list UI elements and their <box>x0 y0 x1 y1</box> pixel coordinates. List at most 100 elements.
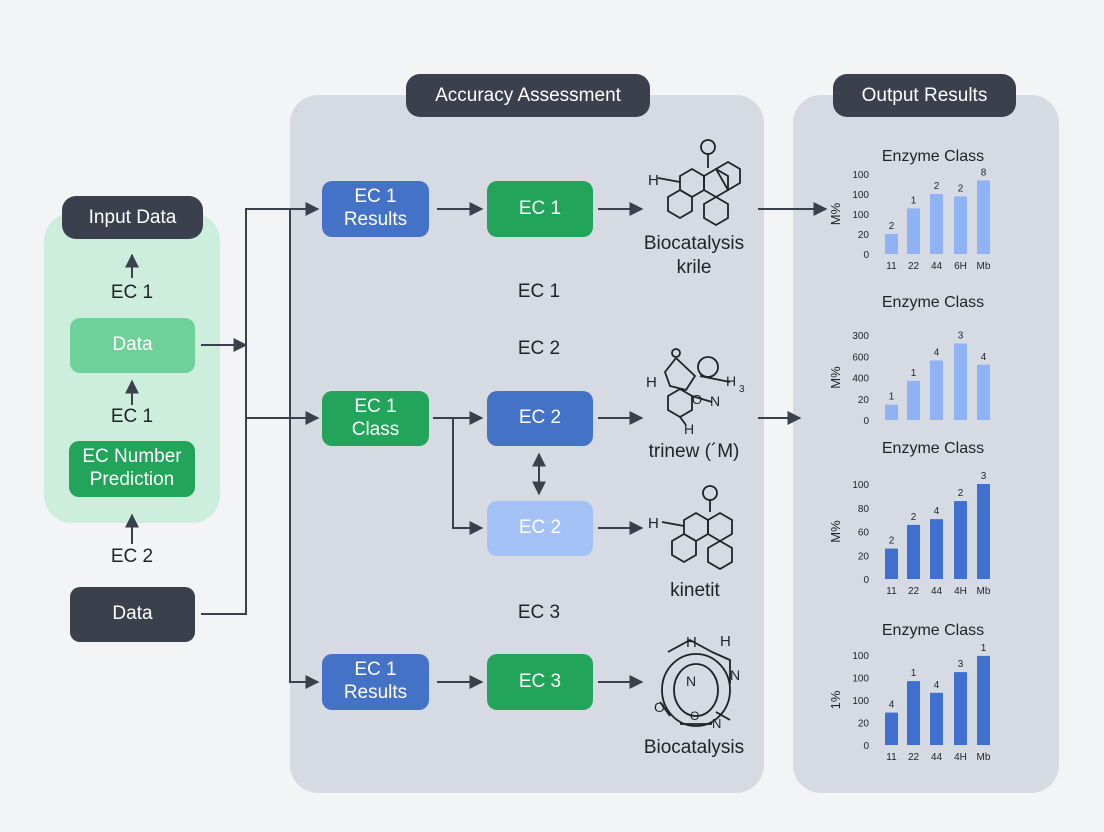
chart-3-ytick: 0 <box>863 575 869 586</box>
ec2-node-upper[interactable]: EC 2 <box>487 391 593 446</box>
data-node[interactable]: Data <box>70 318 195 373</box>
chart-1-title: Enzyme Class <box>882 148 984 165</box>
ec1-class-node[interactable]: EC 1 Class <box>322 391 429 446</box>
chart-1-ytick: 100 <box>852 210 869 221</box>
chart-2-ytick: 400 <box>852 374 869 385</box>
molecule-icon-3 <box>661 485 733 571</box>
chart-1-data-label: 8 <box>981 167 987 178</box>
svg-text:H: H <box>686 634 697 651</box>
chart-2-ylabel: M% <box>828 366 843 389</box>
chart-2-ytick: 20 <box>858 395 870 406</box>
chart-2-title: Enzyme Class <box>882 294 984 311</box>
chart-3-data-label: 4 <box>934 506 940 517</box>
chart-1-data-label: 2 <box>958 183 964 194</box>
chart-3-bar <box>907 524 920 579</box>
chart-3-xtick: 4H <box>954 586 967 597</box>
ec1-results-node-bottom[interactable]: EC 1 Results <box>322 654 429 710</box>
ec3-node[interactable]: EC 3 <box>487 654 593 710</box>
chart-4-bar <box>954 672 967 745</box>
bottom-data-node[interactable]: Data <box>70 587 195 642</box>
input-data-title: Input Data <box>62 196 203 239</box>
molecule-icon-2 <box>663 348 731 426</box>
chart-4-xtick: Mb <box>977 752 991 763</box>
mol-label-trinew: trinew (´M) <box>648 441 740 462</box>
molecule-icon-1 <box>657 139 741 227</box>
ec-number-prediction-node[interactable]: EC Number Prediction <box>69 441 195 497</box>
chart-4-data-label: 4 <box>889 700 895 711</box>
chart-1-bar <box>954 196 967 254</box>
chart-2-data-label: 3 <box>958 331 964 342</box>
chart-3-ytick: 60 <box>858 528 870 539</box>
ec2-node-lower[interactable]: EC 2 <box>487 501 593 556</box>
chart-2-bar <box>954 343 967 420</box>
chart-2-ytick: 600 <box>852 352 869 363</box>
label-ec2-input: EC 2 <box>110 546 154 567</box>
chart-1-data-label: 1 <box>911 195 917 206</box>
chart-1-bar <box>930 194 943 254</box>
chart-3-bar <box>954 501 967 579</box>
svg-text:H: H <box>648 515 659 532</box>
svg-text:H: H <box>726 373 736 389</box>
chart-2-ytick: 300 <box>852 331 869 342</box>
chart-1-ytick: 20 <box>858 230 870 241</box>
chart-1-bar <box>885 234 898 254</box>
chart-3-ylabel: M% <box>828 520 843 543</box>
label-ec1-accuracy: EC 1 <box>517 281 561 302</box>
chart-3-data-label: 2 <box>911 512 917 523</box>
chart-4-bar <box>885 712 898 745</box>
chart-1-bar <box>907 208 920 254</box>
chart-1-bar <box>977 180 990 254</box>
chart-4-xtick: 11 <box>886 752 897 763</box>
chart-4-data-label: 1 <box>981 643 987 654</box>
chart-2-ytick: 0 <box>863 416 869 427</box>
chart-3-xtick: 44 <box>931 586 943 597</box>
svg-text:H: H <box>648 172 659 189</box>
chart-4-title: Enzyme Class <box>882 622 984 639</box>
ec1-node[interactable]: EC 1 <box>487 181 593 237</box>
chart-3-bar <box>977 484 990 579</box>
chart-2-bar <box>930 360 943 420</box>
chart-3-xtick: Mb <box>977 586 991 597</box>
molecule-icon-4 <box>659 638 731 727</box>
chart-1-ytick: 100 <box>852 170 869 181</box>
chart-4-xtick: 22 <box>908 752 920 763</box>
chart-3-title: Enzyme Class <box>882 440 984 457</box>
chart-3-ytick: 100 <box>852 480 869 491</box>
accuracy-assessment-title: Accuracy Assessment <box>406 74 650 117</box>
svg-text:N: N <box>712 716 721 731</box>
mol-label-biocatalysis-krile: Biocatalysis krile <box>643 233 745 278</box>
chart-4-ytick: 20 <box>858 719 870 730</box>
chart-3-xtick: 22 <box>908 586 920 597</box>
label-ec3-accuracy: EC 3 <box>517 602 561 623</box>
chart-2-bar <box>907 380 920 420</box>
output-results-title: Output Results <box>833 74 1016 117</box>
label-ec1-top: EC 1 <box>110 282 154 303</box>
svg-text:N: N <box>710 393 720 409</box>
chart-3-data-label: 2 <box>889 536 895 547</box>
chart-4-ytick: 100 <box>852 651 869 662</box>
chart-1-data-label: 2 <box>934 181 940 192</box>
chart-1-ytick: 100 <box>852 190 869 201</box>
chart-3-data-label: 2 <box>958 488 964 499</box>
chart-2-data-label: 1 <box>889 392 895 403</box>
svg-text:O: O <box>654 699 665 715</box>
chart-1-xtick: 6H <box>954 261 967 272</box>
ec1-results-node-top[interactable]: EC 1 Results <box>322 181 429 237</box>
svg-text:O: O <box>690 709 699 723</box>
chart-3-bar <box>885 548 898 579</box>
chart-1-xtick: 44 <box>931 261 943 272</box>
chart-4-xtick: 44 <box>931 752 943 763</box>
chart-2-data-label: 4 <box>934 348 940 359</box>
chart-3-xtick: 11 <box>886 586 897 597</box>
chart-4-xtick: 4H <box>954 752 967 763</box>
svg-text:O: O <box>692 392 702 407</box>
svg-text:H: H <box>720 633 731 650</box>
chart-3-ytick: 80 <box>858 504 870 515</box>
chart-3-bar <box>930 519 943 579</box>
svg-text:H: H <box>684 421 694 437</box>
chart-4-data-label: 4 <box>934 680 940 691</box>
chart-2-data-label: 4 <box>981 352 987 363</box>
svg-text:3: 3 <box>739 384 745 395</box>
